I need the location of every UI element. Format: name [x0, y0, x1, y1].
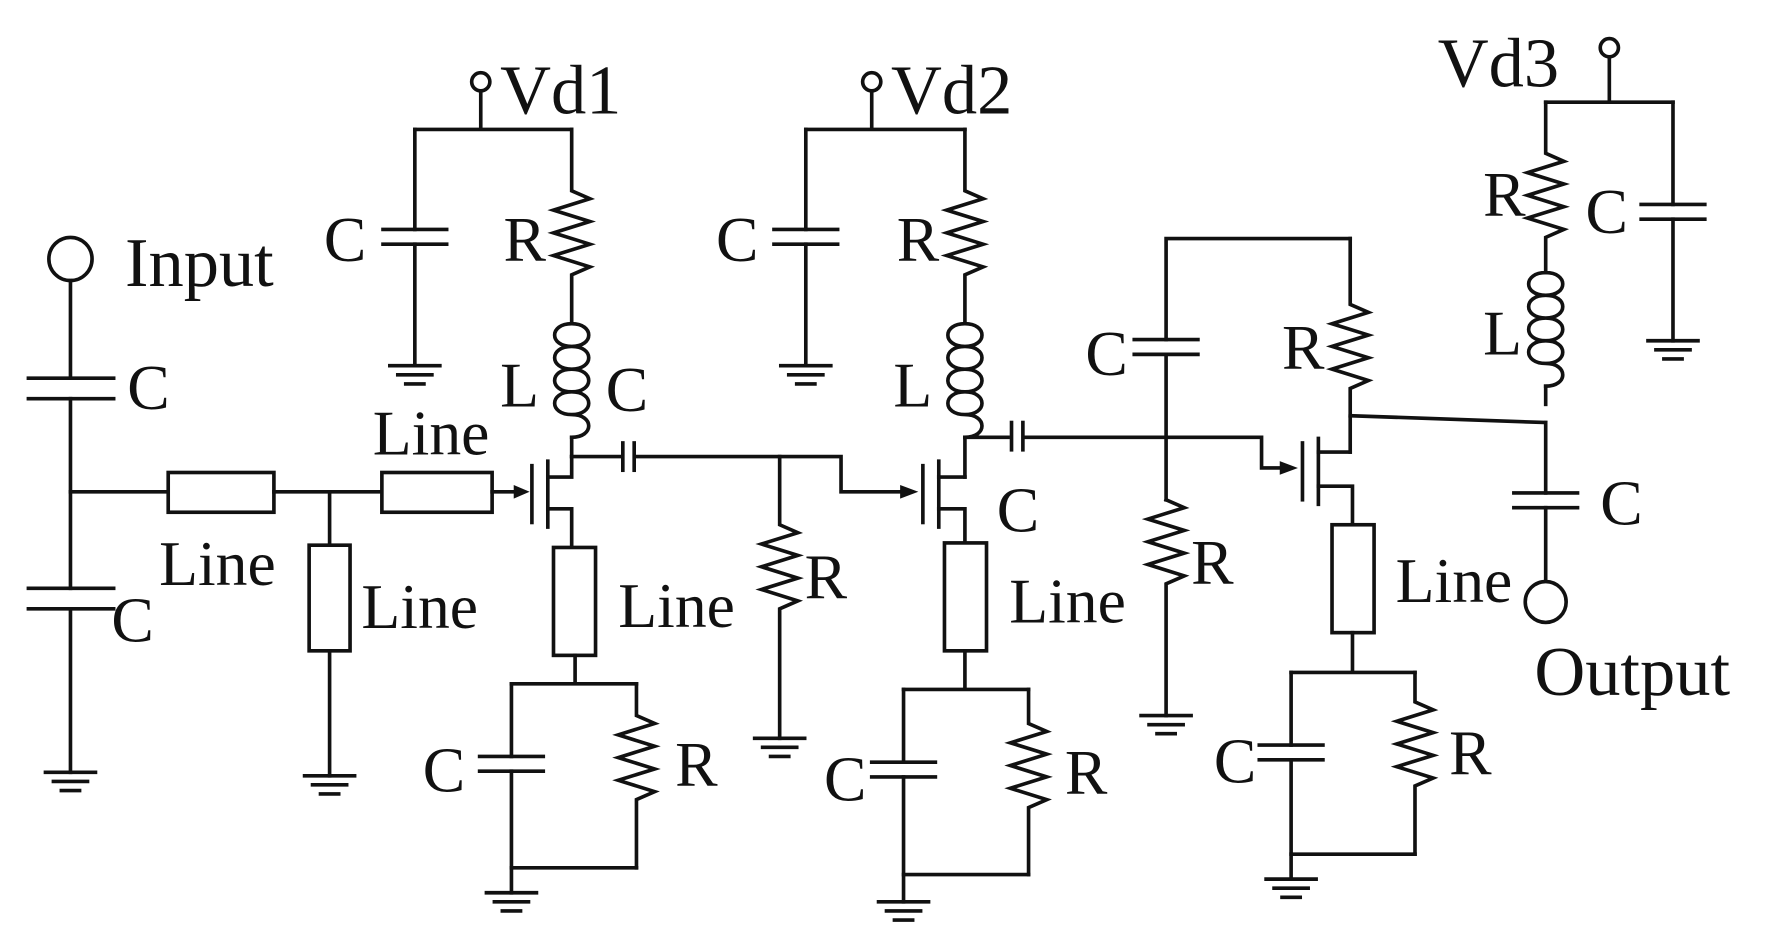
stage2-source-line	[942, 541, 989, 653]
input-series-capacitor-label: C	[127, 352, 169, 423]
stage3-source-capacitor-label: C	[1214, 726, 1256, 797]
stage1: Vd1 C R L Line C	[324, 52, 919, 913]
ground-symbol	[484, 890, 539, 913]
input-shunt-capacitor	[26, 586, 116, 611]
stage2-source-line-label: Line	[1009, 565, 1126, 636]
interstage1-coupling-capacitor-label: C	[606, 354, 648, 425]
stage2-bypass-capacitor	[772, 227, 840, 247]
ground-symbol	[388, 363, 442, 386]
stage1-source-resistor	[612, 681, 661, 870]
ground-symbol	[752, 736, 807, 759]
stage3-gate-bias-resistor-label: R	[1191, 527, 1234, 598]
stage3-feedback-resistor	[1325, 236, 1375, 454]
output-terminal	[1523, 579, 1568, 625]
ground-symbol	[778, 363, 833, 386]
stage3-drain-inductor-label: L	[1483, 297, 1522, 368]
input-terminal	[47, 235, 94, 283]
stage1-source-resistor-label: R	[675, 729, 718, 800]
input-shunt-capacitor-label: C	[111, 585, 153, 656]
vd1-terminal	[469, 70, 492, 93]
stage3-bypass-capacitor-label: C	[1585, 176, 1627, 247]
stage2-drain-resistor	[940, 127, 990, 326]
stage2-bypass-capacitor-label: C	[716, 204, 758, 275]
vd1-label: Vd1	[500, 52, 621, 130]
gate1-line	[380, 470, 494, 515]
stage1-bypass-capacitor-label: C	[324, 204, 366, 275]
stage1-source-capacitor-label: C	[423, 735, 465, 806]
interstage1-coupling-capacitor	[621, 441, 637, 473]
interstage2-coupling-capacitor	[1009, 420, 1025, 452]
ground-symbol	[43, 770, 98, 793]
input-stub-line-label: Line	[361, 571, 478, 642]
stage2-gate-capacitor-label: C	[997, 475, 1039, 546]
output-label: Output	[1534, 633, 1730, 711]
input-series-capacitor	[26, 376, 116, 401]
stage3-source-resistor-label: R	[1449, 718, 1492, 789]
gate1-line-label: Line	[373, 397, 490, 468]
stage2-drain-inductor	[946, 321, 984, 440]
stage3-drain-resistor-label: R	[1483, 159, 1526, 230]
stage3-source-resistor	[1390, 670, 1440, 856]
interstage1-bias-resistor-label: R	[805, 542, 848, 613]
stage2-source-resistor-label: R	[1065, 737, 1108, 808]
output-coupling-capacitor-label: C	[1600, 468, 1642, 539]
stage3: R Line C R Vd3 R L	[1214, 24, 1730, 900]
input-network: Input C C Line Line Line	[26, 224, 530, 796]
ground-symbol	[1139, 713, 1193, 736]
stage1-drain-inductor-label: L	[500, 350, 539, 421]
stage1-drain-inductor	[553, 321, 591, 440]
stage3-transistor	[1300, 436, 1355, 527]
stage1-source-line-label: Line	[618, 570, 735, 641]
stage3-bypass-capacitor	[1639, 202, 1707, 222]
input-series-line-label: Line	[159, 528, 276, 599]
stage3-gate-bias-resistor	[1141, 497, 1191, 718]
stage1-transistor	[530, 454, 574, 550]
vd2-label: Vd2	[891, 52, 1012, 130]
stage3-drain-inductor	[1527, 270, 1565, 388]
stage3-feedback-resistor-label: R	[1282, 312, 1325, 383]
stage3-source-line-label: Line	[1396, 545, 1513, 616]
ground-symbol	[1646, 338, 1700, 361]
input-stub-line	[307, 543, 352, 653]
stage2-source-capacitor	[869, 760, 938, 779]
stage3-source-capacitor	[1257, 743, 1325, 762]
ground-symbol	[1264, 877, 1318, 900]
stage2-transistor	[921, 459, 967, 545]
stage1-bypass-capacitor	[381, 227, 449, 247]
ground-symbol	[302, 773, 357, 796]
stage3-source-line	[1330, 522, 1376, 635]
input-label: Input	[125, 224, 274, 302]
stage2-drain-resistor-label: R	[897, 204, 940, 275]
stage2-drain-inductor-label: L	[893, 350, 932, 421]
vd3-terminal	[1598, 36, 1621, 59]
stage1-source-capacitor	[477, 754, 546, 774]
stage2-source-resistor	[1004, 687, 1053, 877]
vd3-label: Vd3	[1438, 24, 1559, 102]
ground-symbol	[876, 900, 931, 922]
stage1-drain-resistor-label: R	[503, 204, 546, 275]
stage2-source-capacitor-label: C	[824, 744, 866, 815]
feedback-capacitor-label: C	[1085, 318, 1127, 389]
vd2-terminal	[860, 70, 883, 93]
interstage1-bias-resistor	[755, 454, 804, 741]
output-coupling-capacitor	[1512, 491, 1580, 510]
stage1-source-line	[551, 545, 598, 658]
stage3-drain-resistor	[1521, 100, 1570, 275]
stage2: Vd2 C R L C Line C	[716, 52, 1353, 922]
feedback-capacitor	[1132, 337, 1200, 357]
stage1-drain-resistor	[547, 127, 596, 326]
input-series-line	[166, 470, 276, 515]
